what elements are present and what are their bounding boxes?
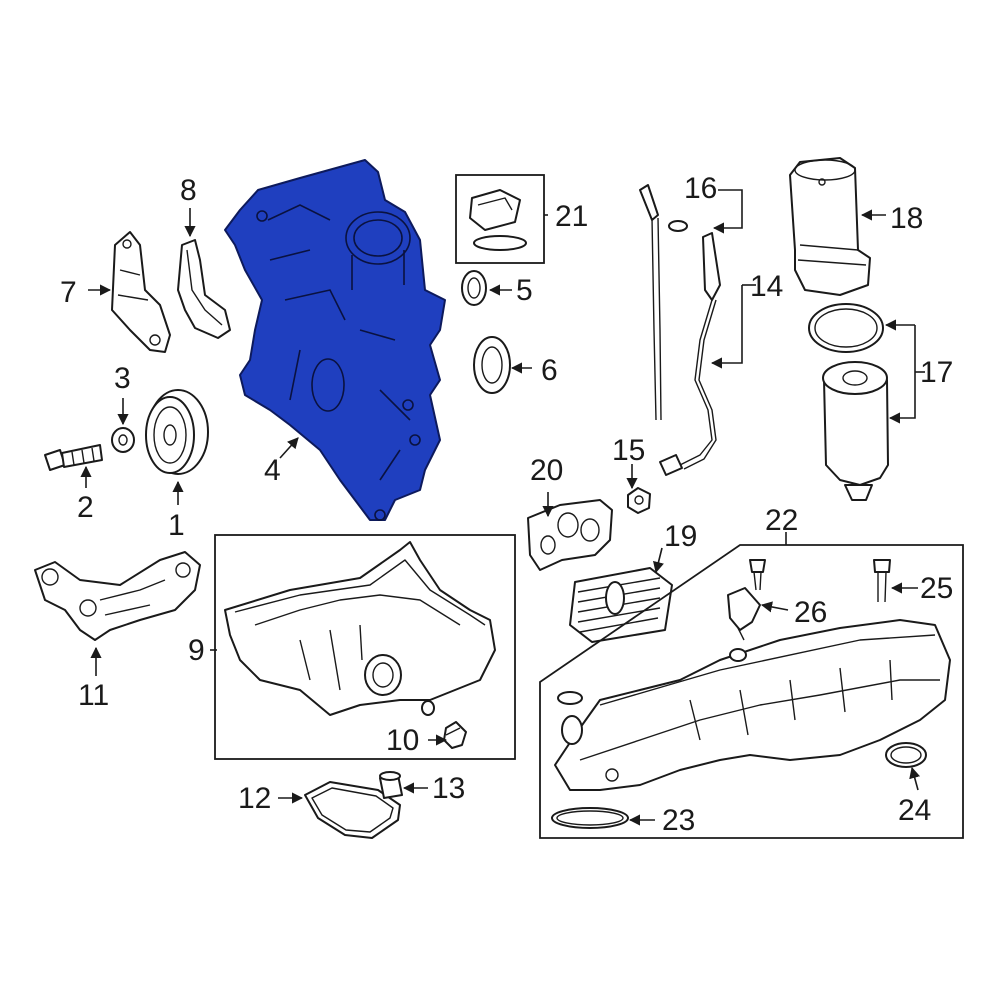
- oring-part-17[interactable]: [808, 303, 884, 353]
- bolt-part-2[interactable]: [44, 444, 103, 471]
- gasket-part-8[interactable]: [177, 239, 231, 339]
- callout-9: 9: [188, 634, 205, 667]
- callout-17: 17: [920, 356, 953, 389]
- callout-8: 8: [180, 174, 197, 207]
- oil-pan-part-9[interactable]: [224, 541, 496, 716]
- callout-6: 6: [541, 354, 558, 387]
- callout-16: 16: [684, 172, 717, 205]
- part-21-frame: [455, 174, 545, 264]
- pan-cover-part-12[interactable]: [304, 781, 401, 839]
- callout-7: 7: [60, 276, 77, 309]
- callout-18: 18: [890, 202, 923, 235]
- dipstick-part-16[interactable]: [639, 184, 688, 421]
- oring-part-23[interactable]: [551, 807, 629, 829]
- filter-cap-part-18[interactable]: [789, 157, 871, 296]
- filter-element-part-17[interactable]: [822, 361, 889, 501]
- bracket-part-7[interactable]: [111, 231, 171, 353]
- callout-10: 10: [386, 724, 419, 757]
- part-22-frame: [539, 544, 964, 839]
- callout-11: 11: [78, 679, 109, 712]
- callout-24: 24: [898, 794, 931, 827]
- oil-cooler-part-19[interactable]: [569, 567, 673, 643]
- callout-15: 15: [612, 434, 645, 467]
- callout-25: 25: [920, 572, 953, 605]
- leader-lines: [80, 189, 925, 826]
- callout-labels: 1 2 3 4 5 6 7 8 9 10 11 12 13 14 15 16 1…: [60, 172, 953, 837]
- callout-26: 26: [794, 596, 827, 629]
- clamp-part-24[interactable]: [885, 742, 927, 768]
- callout-23: 23: [662, 804, 695, 837]
- callout-12: 12: [238, 782, 271, 815]
- callout-14: 14: [750, 270, 783, 303]
- dipstick-tube-part-14[interactable]: [659, 232, 721, 476]
- callout-22: 22: [765, 504, 798, 537]
- callout-5: 5: [516, 274, 533, 307]
- seal-part-5[interactable]: [461, 270, 487, 306]
- sensor-part-26[interactable]: [727, 587, 761, 641]
- callout-4: 4: [264, 454, 281, 487]
- callout-19: 19: [664, 520, 697, 553]
- callout-2: 2: [77, 491, 94, 524]
- callout-3: 3: [114, 362, 131, 395]
- callout-21: 21: [555, 200, 588, 233]
- callout-20: 20: [530, 454, 563, 487]
- seal-part-6[interactable]: [473, 336, 511, 394]
- part-9-frame: [214, 534, 516, 760]
- callout-1: 1: [168, 509, 185, 542]
- nut-part-15[interactable]: [627, 487, 651, 514]
- bolt-near-part-26[interactable]: [749, 559, 766, 591]
- callout-13: 13: [432, 772, 465, 805]
- bolt-part-25[interactable]: [873, 559, 891, 603]
- mount-bracket-part-11[interactable]: [34, 551, 201, 641]
- gasket-part-20[interactable]: [527, 499, 613, 571]
- timing-cover-part-4[interactable]: [224, 159, 446, 521]
- washer-part-3[interactable]: [111, 427, 135, 453]
- drain-plug-part-10[interactable]: [421, 700, 467, 749]
- plug-part-13[interactable]: [379, 771, 403, 799]
- intake-manifold-part-22[interactable]: [554, 619, 951, 791]
- cap-part-21[interactable]: [469, 189, 527, 251]
- pulley-part-1[interactable]: [145, 389, 209, 475]
